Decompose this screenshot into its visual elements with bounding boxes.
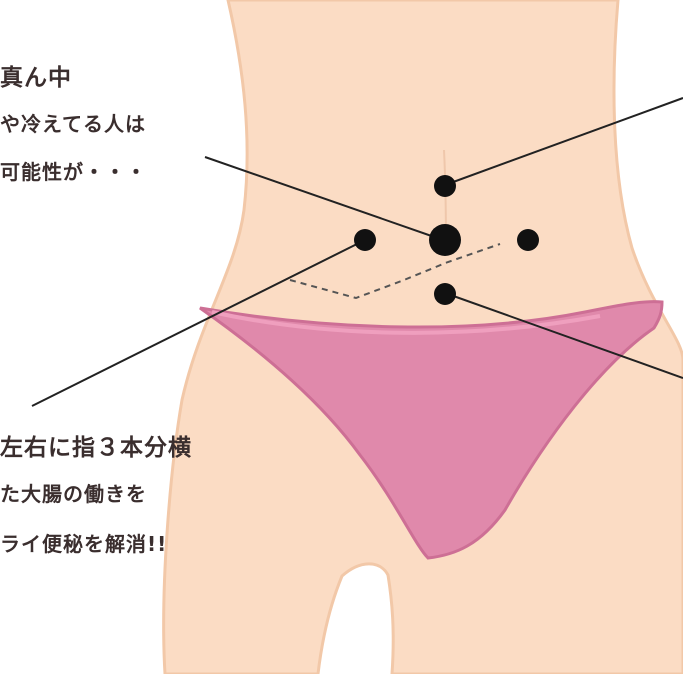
waistband [211,310,601,335]
bottom-left-line-1: た大腸の働きを [0,482,147,506]
intestine-guide-line [289,243,501,300]
leader-line-bottom-left [31,239,366,407]
panties [199,300,664,560]
top-left-title: 真ん中 [0,65,72,91]
leader-line-top-left [204,156,444,241]
left-side-point [354,229,376,251]
leader-line-top-right [444,97,683,186]
top-left-line-1: や冷えてる人は [0,112,146,136]
right-side-point [517,229,539,251]
navel-point [429,224,461,256]
bottom-left-line-2: ライ便秘を解消!! [0,532,168,556]
bottom-left-title: 左右に指３本分横 [0,435,192,461]
top-left-line-2: 可能性が・・・ [0,160,147,184]
above-navel-point [434,175,456,197]
below-navel-point [434,283,456,305]
leader-line-bottom-right [444,292,683,379]
